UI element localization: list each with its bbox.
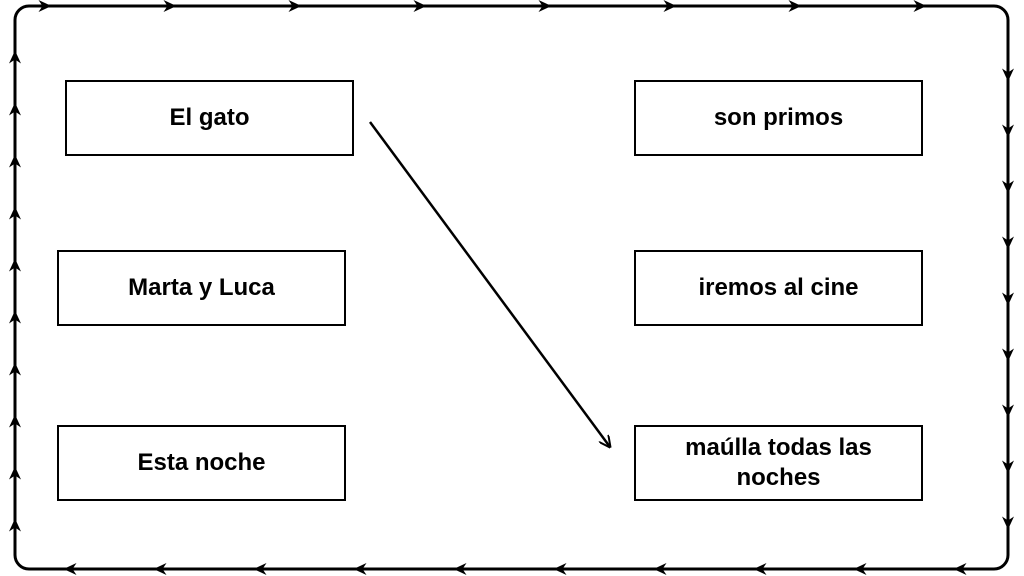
border-arrowhead-down [1002,292,1014,306]
border-arrowhead-down [1002,124,1014,138]
border-arrowhead-up [9,258,21,272]
border-arrowhead-up [9,414,21,428]
border-rectangle [13,4,1010,571]
border-arrowhead-left [853,563,867,575]
left-box-label: Marta y Luca [128,274,275,301]
border-arrowhead-right [538,0,552,12]
border-arrowhead-down [1002,236,1014,250]
right-box-maulla-todas-las-noches[interactable]: maúlla todas las noches [634,425,923,501]
border-arrowhead-left [553,563,567,575]
border-arrowhead-up [9,50,21,64]
border-arrowhead-up [9,466,21,480]
left-box-esta-noche[interactable]: Esta noche [57,425,346,501]
border-arrowhead-up [9,362,21,376]
border-arrowhead-left [63,563,77,575]
border-arrowheads [9,0,1014,575]
border-arrowhead-left [453,563,467,575]
border-arrowhead-right [788,0,802,12]
border-arrowhead-left [253,563,267,575]
border-arrowhead-left [353,563,367,575]
border-arrowhead-down [1002,348,1014,362]
border-arrowhead-up [9,206,21,220]
border-arrowhead-down [1002,404,1014,418]
left-box-el-gato[interactable]: El gato [65,80,354,156]
border-arrowhead-down [1002,68,1014,82]
border-arrowhead-right [38,0,52,12]
connector-arrow-el-gato-to-maulla[interactable] [368,121,610,447]
border-arrowhead-down [1002,180,1014,194]
border-arrowhead-right [413,0,427,12]
border-arrowhead-up [9,102,21,116]
border-arrowhead-down [1002,516,1014,530]
border-arrowhead-left [653,563,667,575]
border-arrowhead-left [953,563,967,575]
border-arrowhead-down [1002,460,1014,474]
border-arrowhead-right [288,0,302,12]
right-box-son-primos[interactable]: son primos [634,80,923,156]
right-box-label: maúlla todas las noches [685,434,872,491]
right-box-iremos-al-cine[interactable]: iremos al cine [634,250,923,326]
border-arrowhead-up [9,154,21,168]
border-arrowhead-right [163,0,177,12]
left-box-label: Esta noche [137,449,266,476]
border-arrowhead-right [913,0,927,12]
border-arrowhead-up [9,310,21,324]
border-arrowhead-up [9,518,21,532]
border-arrowhead-left [153,563,167,575]
left-box-label: El gato [169,104,250,131]
border-arrowhead-right [663,0,677,12]
left-box-marta-y-luca[interactable]: Marta y Luca [57,250,346,326]
border-arrowhead-left [753,563,767,575]
right-box-label: son primos [713,104,844,131]
right-box-label: iremos al cine [698,274,859,301]
